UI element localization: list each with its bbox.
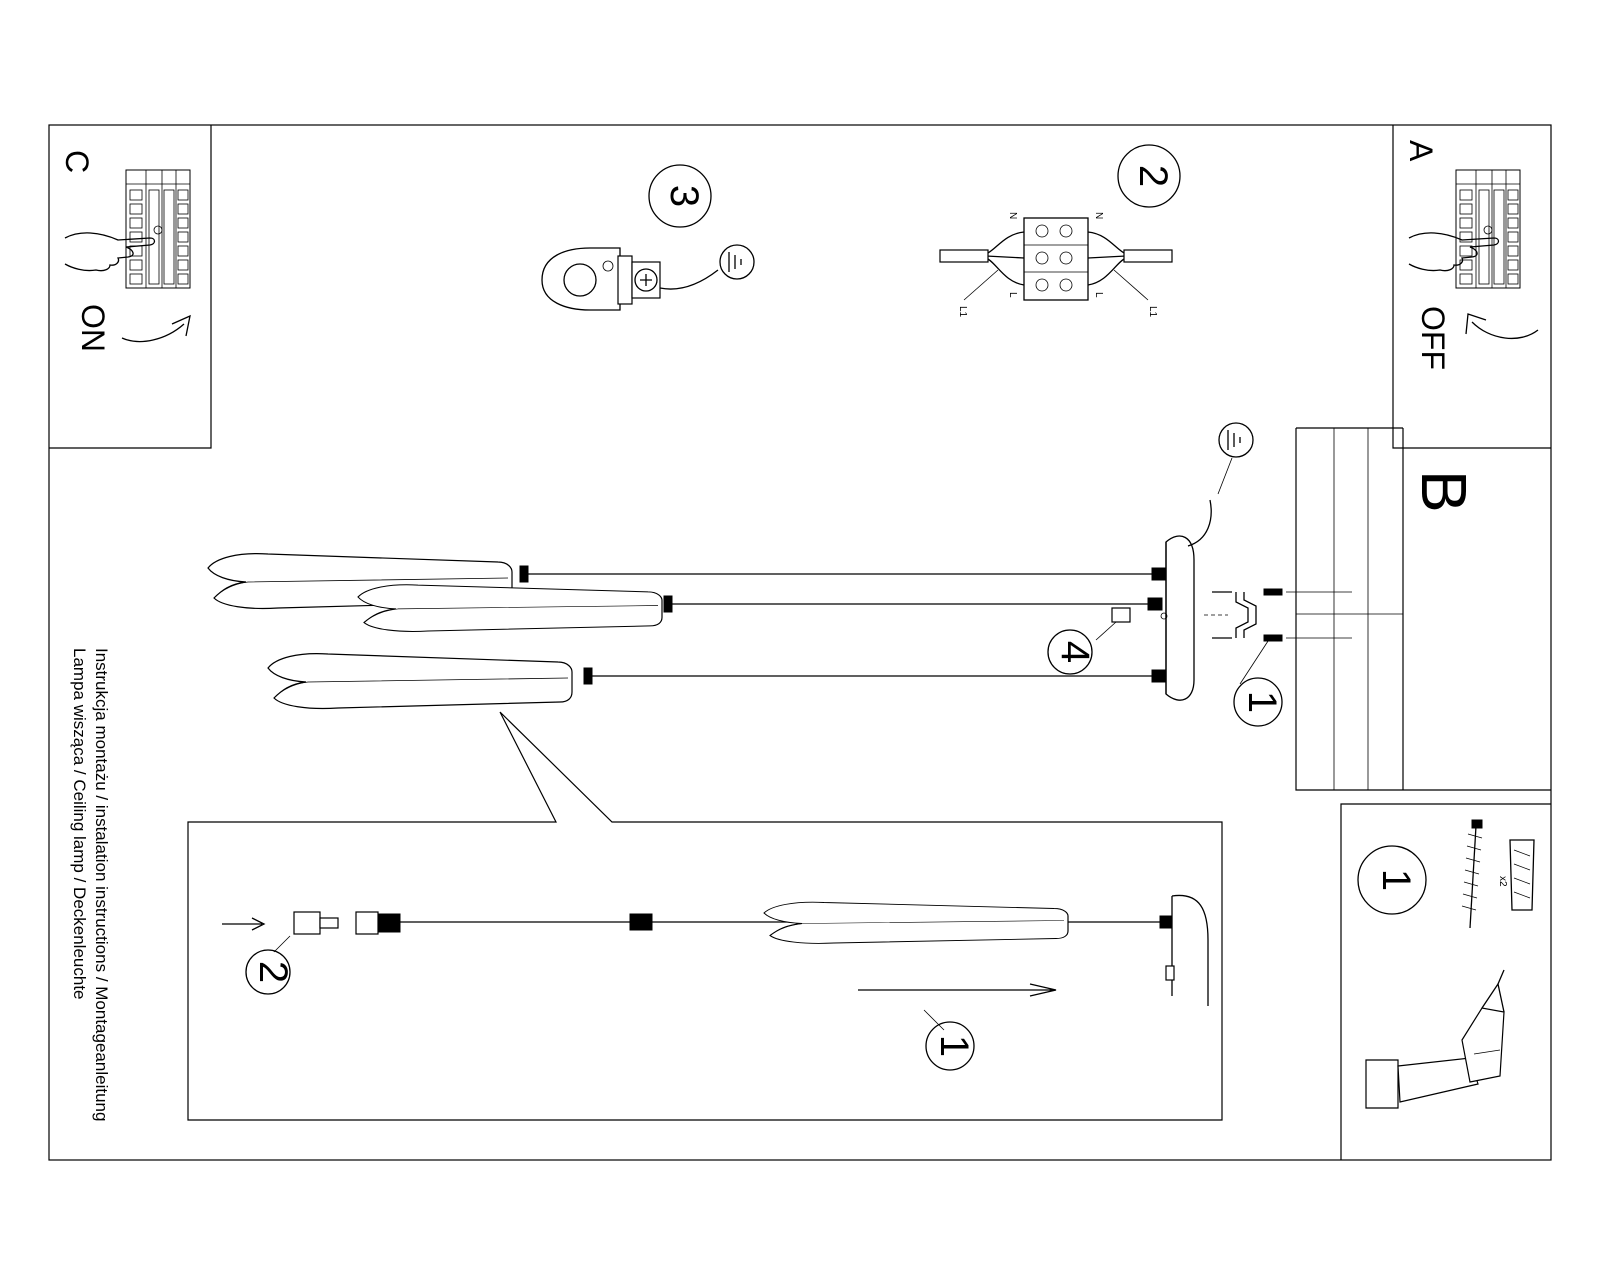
quantity-label: x2: [1497, 876, 1508, 887]
detail-view: [222, 894, 1209, 1031]
step-3-ground: 3: [541, 164, 755, 311]
detail-step-1-marker: 1: [925, 1021, 976, 1071]
screw-icon: [1461, 819, 1483, 929]
pendant-shade-2: [357, 584, 663, 633]
panel-a-letter: A: [1403, 140, 1439, 162]
drill-icon: [1365, 969, 1505, 1109]
wire-label-n-right: N: [1093, 212, 1104, 219]
mounting-bracket: [1204, 588, 1352, 642]
caption: Instrukcja montażu / instalation instruc…: [70, 648, 111, 1121]
ground-symbol-icon: [1218, 422, 1254, 458]
wire-label-l1-left: L1: [957, 306, 968, 318]
step-4-marker: 4: [1047, 629, 1097, 675]
tools-step-number: 1: [1374, 869, 1418, 891]
panel-c: C ON: [49, 125, 212, 449]
detail-step-1-number: 1: [932, 1035, 976, 1057]
pendant-shade-detail: [763, 901, 1069, 944]
wire-label-n-left: N: [1007, 212, 1018, 219]
switch-state-on: ON: [75, 304, 111, 352]
switch-state-off: OFF: [1415, 306, 1451, 370]
ceiling-panel-b: B: [1187, 422, 1551, 791]
distribution-box-icon: [1455, 169, 1521, 289]
wire-label-l-left: L: [1007, 292, 1018, 298]
pendant-shade-3: [267, 653, 573, 710]
panel-b-letter: B: [1408, 470, 1480, 513]
detail-step-2-marker: 2: [245, 949, 295, 995]
detail-step-2-number: 2: [251, 961, 295, 983]
wire-label-l1-right: L1: [1147, 306, 1158, 318]
curved-arrow-icon: [121, 314, 191, 343]
panel-a: A OFF: [1392, 125, 1551, 449]
wire-label-l-right: L: [1093, 292, 1104, 298]
step-4-number: 4: [1053, 641, 1097, 663]
caption-line-1: Instrukcja montażu / instalation instruc…: [92, 648, 111, 1121]
step-1-number: 1: [1240, 691, 1284, 713]
distribution-box-icon: [125, 169, 191, 289]
step-2-connection: 2 N N L L L1 L1: [939, 144, 1181, 318]
step-2-number: 2: [1131, 165, 1175, 187]
ground-symbol-icon: [719, 244, 755, 280]
lamp-assembly: [207, 535, 1195, 710]
step-3-number: 3: [662, 185, 706, 207]
curved-arrow-icon: [1465, 313, 1539, 340]
panel-c-letter: C: [59, 150, 95, 173]
wall-plug-icon: [1509, 839, 1535, 911]
caption-line-2: Lampa wisząca / Ceiling lamp / Deckenleu…: [70, 648, 89, 1000]
step-1-marker: 1: [1233, 637, 1284, 727]
detail-box: [187, 711, 1223, 1121]
tools-panel: 1 x2: [1340, 803, 1551, 1160]
